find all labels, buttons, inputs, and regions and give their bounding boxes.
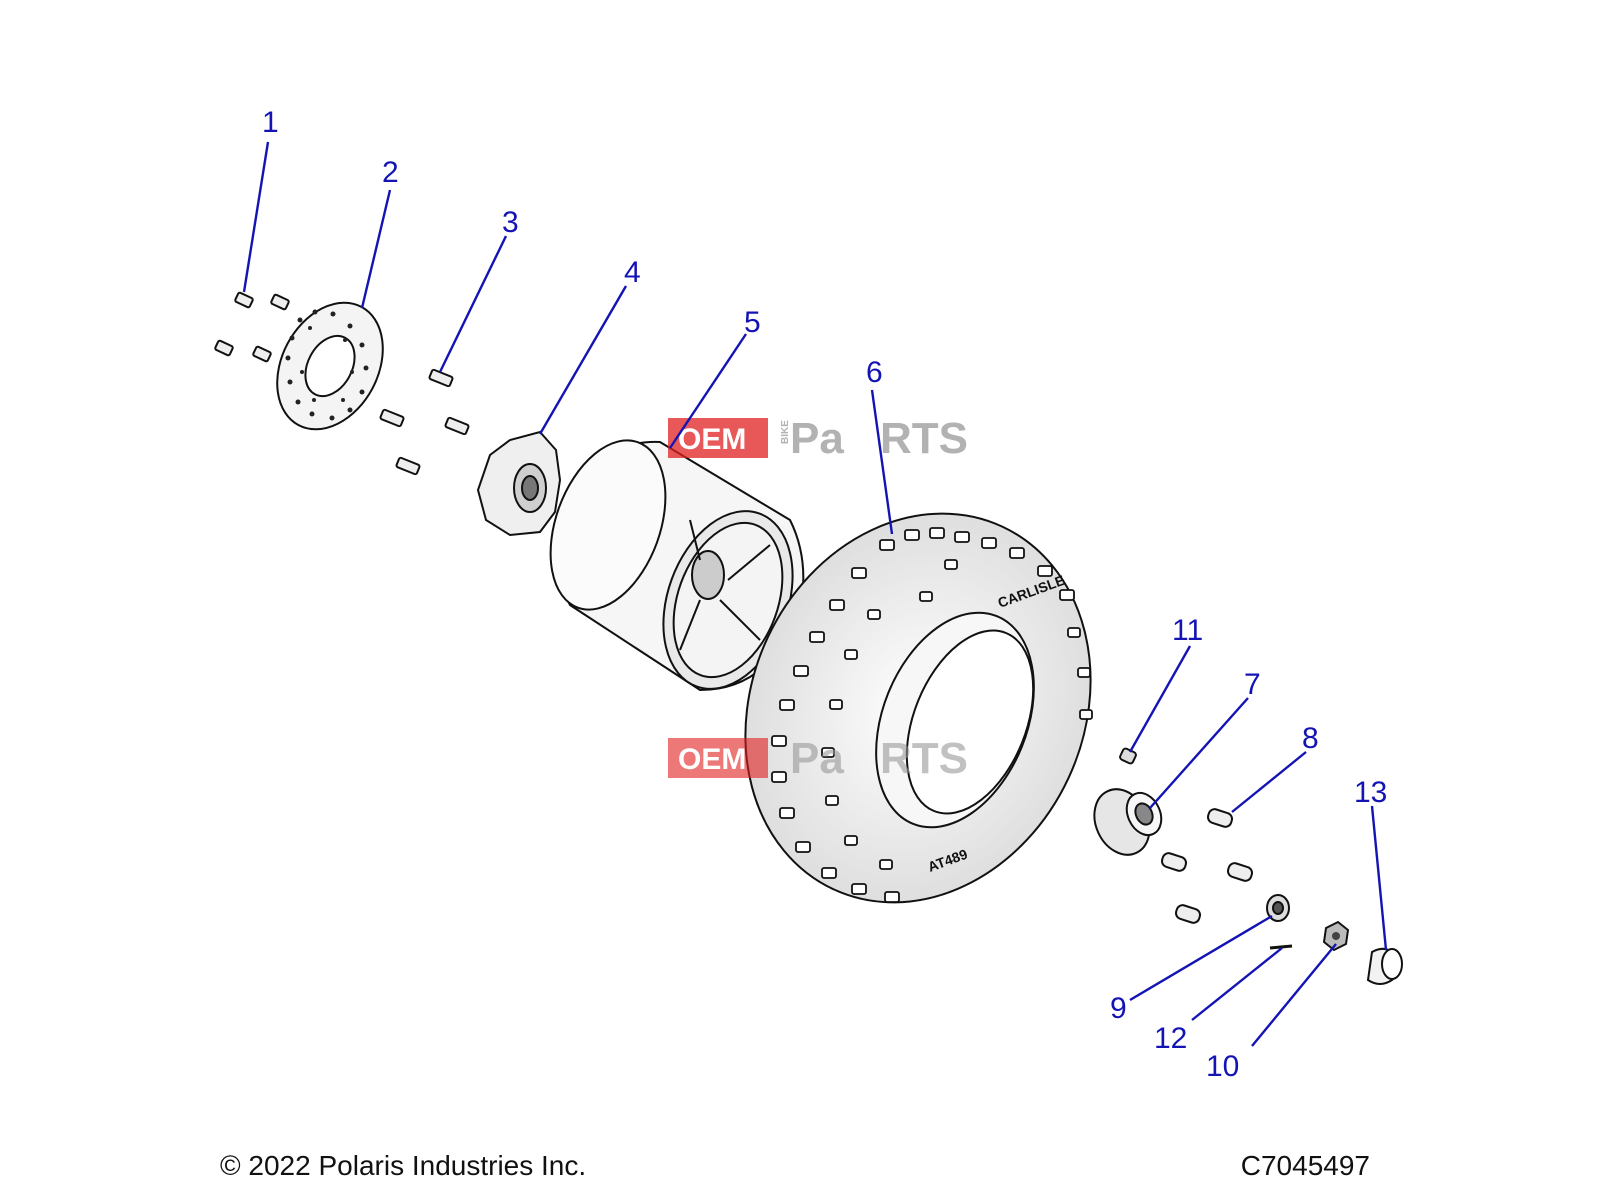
callout-3: 3: [502, 206, 519, 239]
diagram-code: C7045497: [1240, 1150, 1370, 1181]
callout-numbers: 1 2 3 4 5 6 11 7 8 13 9 12 10: [262, 106, 1387, 1083]
watermark-oem: OEM: [678, 423, 746, 456]
callout-8: 8: [1302, 722, 1319, 755]
watermark-rts-2: RTS: [880, 734, 968, 783]
watermark: OEM BIKE Pa RTS OEM Pa RTS: [668, 414, 968, 783]
wheel-hub: [476, 430, 562, 537]
watermark-bike: BIKE: [780, 420, 791, 444]
callout-2: 2: [382, 156, 399, 189]
valve-stem: [1119, 747, 1137, 765]
callout-1: 1: [262, 106, 279, 139]
callout-4: 4: [624, 256, 641, 289]
callout-10: 10: [1206, 1050, 1239, 1083]
brake-disc-bolts: [214, 291, 290, 363]
lug-nuts: [1160, 808, 1254, 924]
callout-12: 12: [1154, 1022, 1187, 1055]
tire: CARLISLE AT489: [744, 512, 1093, 904]
copyright-text: © 2022 Polaris Industries Inc.: [220, 1150, 587, 1181]
castle-nut: [1322, 920, 1350, 952]
callout-6: 6: [866, 356, 883, 389]
wheel-bearing: [1093, 788, 1163, 856]
callout-5: 5: [744, 306, 761, 339]
leader-lines: [242, 141, 1388, 1047]
callout-9: 9: [1110, 992, 1127, 1025]
brake-disc: [276, 301, 384, 431]
watermark-parts-2: Pa: [790, 734, 844, 783]
wheel-studs: [379, 368, 470, 476]
callout-13: 13: [1354, 776, 1387, 809]
callout-11: 11: [1172, 614, 1203, 647]
cotter-pin: [1269, 944, 1293, 950]
wheel-rim: [549, 439, 805, 692]
watermark-rts: RTS: [880, 414, 968, 463]
hub-cap: [1366, 947, 1403, 985]
watermark-oem-2: OEM: [678, 743, 746, 776]
watermark-parts: Pa: [790, 414, 844, 463]
callout-7: 7: [1244, 668, 1261, 701]
washer: [1266, 894, 1290, 922]
